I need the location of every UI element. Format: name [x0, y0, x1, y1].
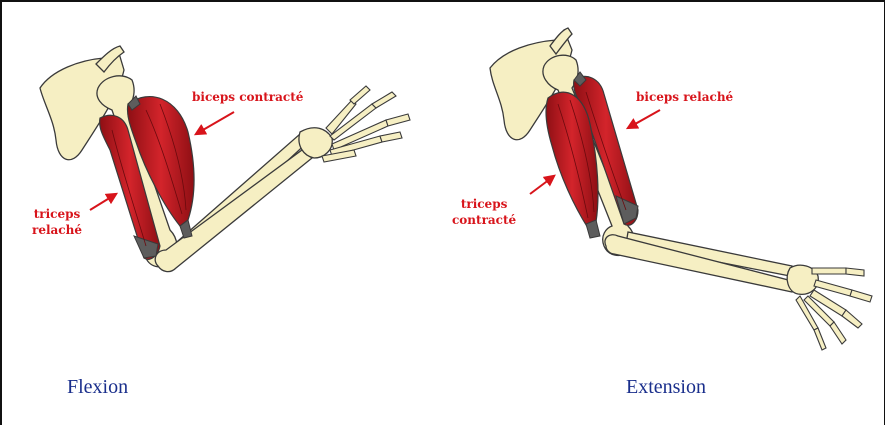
extension-triceps-label: triceps contracté	[452, 196, 516, 228]
extension-triceps-arrow	[530, 176, 554, 194]
flexion-triceps-arrow	[90, 194, 116, 210]
flexion-biceps-label: biceps contracté	[192, 90, 303, 104]
extension-triceps-label-line1: triceps	[452, 196, 516, 212]
extension-biceps-label: biceps relaché	[636, 90, 733, 104]
flexion-hand	[322, 86, 410, 162]
flexion-triceps-label-line1: triceps	[32, 206, 82, 222]
extension-caption: Extension	[626, 376, 706, 399]
extension-biceps-arrow	[628, 110, 660, 128]
flexion-triceps-label-line2: relaché	[32, 222, 82, 238]
flexion-triceps-label: triceps relaché	[32, 206, 82, 238]
flexion-arm	[40, 46, 410, 272]
extension-triceps-label-line2: contracté	[452, 212, 516, 228]
flexion-biceps-arrow	[196, 112, 234, 134]
extension-arm	[490, 28, 872, 350]
flexion-caption: Flexion	[67, 376, 128, 399]
